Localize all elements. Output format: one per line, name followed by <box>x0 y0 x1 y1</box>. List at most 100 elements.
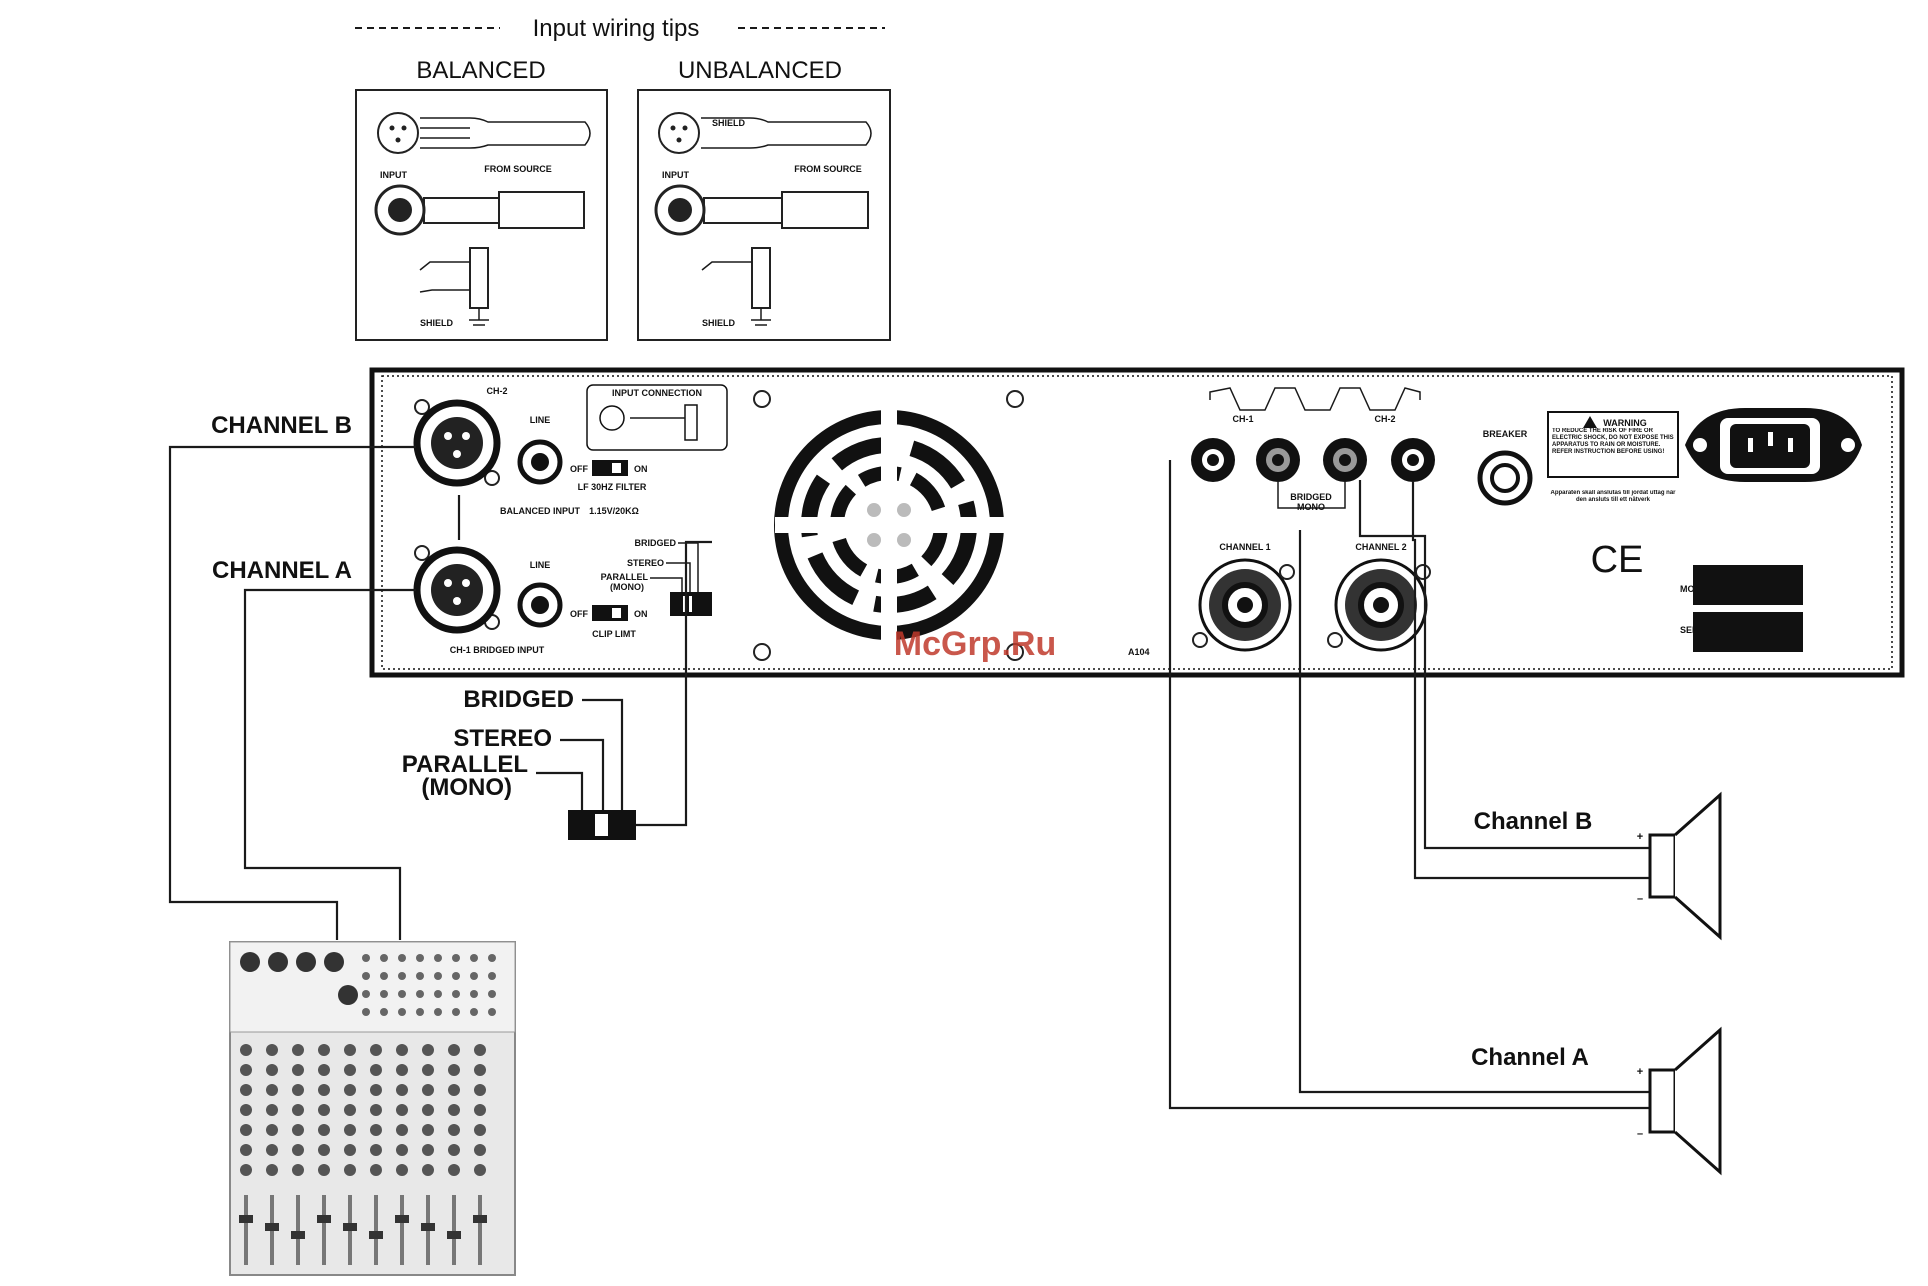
binding-post-ch2-pos[interactable] <box>1391 438 1435 482</box>
mixer-knob-icon <box>448 1104 460 1116</box>
clip-on-label: ON <box>634 609 648 619</box>
speakon-channel1[interactable] <box>1198 558 1292 652</box>
mono-label: (MONO) <box>421 774 512 801</box>
channel-b-plus: + <box>1637 831 1643 843</box>
mixer-knob-icon <box>398 990 406 998</box>
mixer-knob-icon <box>488 972 496 980</box>
xlr-connector-icon <box>377 112 419 154</box>
nordic-text: Apparaten skall anslutas till jordat utt… <box>1550 490 1676 503</box>
mode-switch-callout: BRIDGED STEREO PARALLEL (MONO) <box>402 540 712 840</box>
mixer-fader-icon <box>400 1195 404 1265</box>
mixer-knob-icon <box>266 1064 278 1076</box>
breaker-label: BREAKER <box>1483 429 1528 439</box>
mixer-knob-icon <box>380 954 388 962</box>
balanced-tip: BALANCED INPUT FROM SOURCE SHIELD <box>355 57 608 341</box>
mixer-knob-icon <box>474 1124 486 1136</box>
serial-plate <box>1693 612 1803 652</box>
mixer-fader-icon <box>452 1195 456 1265</box>
mixer-knob-icon <box>318 1164 330 1176</box>
mixer-knob-icon <box>488 1008 496 1016</box>
plug-schematic-icon <box>469 247 489 309</box>
mixer-fader-icon <box>374 1195 378 1265</box>
mixer-knob-icon <box>396 1044 408 1056</box>
breaker-button[interactable] <box>1477 450 1533 506</box>
mixer-knob-icon <box>344 1084 356 1096</box>
clip-limit-switch[interactable] <box>592 605 628 621</box>
channel-b-input-label: CHANNEL B <box>211 412 352 439</box>
line-jack-ch2[interactable] <box>517 439 563 485</box>
mixer-knob-icon <box>344 1124 356 1136</box>
lf-filter-switch[interactable] <box>592 460 628 476</box>
panel-stereo-label: STEREO <box>627 558 664 568</box>
mixer-knob-icon <box>398 1008 406 1016</box>
mixer-knob-icon <box>416 972 424 980</box>
mixer-knob-icon <box>470 990 478 998</box>
channel-b-speaker-label: Channel B <box>1474 808 1593 835</box>
binding-post-ch1-pos[interactable] <box>1256 438 1300 482</box>
power-inlet[interactable] <box>1685 408 1862 482</box>
mixer-knob-icon <box>362 1008 370 1016</box>
wiring-tips-header: Input wiring tips <box>355 15 885 42</box>
speakon-channel2[interactable] <box>1334 558 1428 652</box>
mixer-knob-icon <box>396 1144 408 1156</box>
channel-b-minus: – <box>1637 893 1643 905</box>
mixer-knob-icon <box>396 1164 408 1176</box>
mixer-fader-cap-icon <box>239 1215 253 1223</box>
clip-limit-label: CLIP LIMT <box>592 629 636 639</box>
lf-on-label: ON <box>634 464 648 474</box>
mixer-knob-icon <box>370 1164 382 1176</box>
mixer-knob-icon <box>344 1064 356 1076</box>
mixer-knob-icon <box>422 1124 434 1136</box>
mixer-knob-icon <box>422 1044 434 1056</box>
binding-post-ch1-neg[interactable] <box>1191 438 1235 482</box>
mixer-knob-icon <box>292 1144 304 1156</box>
mixer-knob-icon <box>266 1144 278 1156</box>
mixer-knob-icon <box>240 1124 252 1136</box>
input-connection-label: INPUT CONNECTION <box>612 388 702 398</box>
mixer-knob-icon <box>292 1164 304 1176</box>
out-ch2-label: CH-2 <box>1374 414 1395 424</box>
mixer-knob-icon <box>422 1144 434 1156</box>
mixer-knob-icon <box>318 1044 330 1056</box>
mixer-fader-cap-icon <box>291 1231 305 1239</box>
mixer-knob-icon <box>362 972 370 980</box>
mixer-knob-icon <box>398 972 406 980</box>
channel-a-positive-wire <box>1298 530 1650 1094</box>
mixer-knob-icon <box>422 1064 434 1076</box>
warning-title: WARNING <box>1603 418 1647 428</box>
bridged-mono-label-1: BRIDGED <box>1290 492 1332 502</box>
mixer-fader-icon <box>244 1195 248 1265</box>
balanced-input-label: BALANCED INPUT <box>500 506 581 516</box>
lf-off-label: OFF <box>570 464 588 474</box>
mixer-knob-icon <box>266 1104 278 1116</box>
mixer-knob-icon <box>470 972 478 980</box>
mixer-knob-icon <box>240 1104 252 1116</box>
xlr-input-ch2[interactable] <box>413 399 501 487</box>
mixer-knob-icon <box>474 1064 486 1076</box>
mixer-fader-cap-icon <box>265 1223 279 1231</box>
mixer-knob-icon <box>448 1144 460 1156</box>
mixer-console <box>229 941 516 1276</box>
channel-a-speaker-label: Channel A <box>1471 1044 1589 1071</box>
binding-post-ch2-neg[interactable] <box>1323 438 1367 482</box>
panel-parallel-label: PARALLEL <box>601 572 649 582</box>
channel-b-negative-wire <box>1411 482 1650 880</box>
xlr-connector-icon <box>658 112 700 154</box>
mixer-knob-icon <box>344 1144 356 1156</box>
line-jack-ch1[interactable] <box>517 582 563 628</box>
mixer-knob-icon <box>370 1144 382 1156</box>
mixer-knob-icon <box>396 1104 408 1116</box>
channel1-label: CHANNEL 1 <box>1219 542 1270 552</box>
mixer-knob-icon <box>434 1008 442 1016</box>
parallel-label: PARALLEL <box>402 751 528 778</box>
ce-mark: CE <box>1591 539 1644 581</box>
bridged-mono-label-2: MONO <box>1297 502 1325 512</box>
mixer-knob-icon <box>318 1124 330 1136</box>
mixer-knob-icon <box>422 1104 434 1116</box>
mixer-knob-icon <box>396 1084 408 1096</box>
mixer-knob-icon <box>266 1164 278 1176</box>
mixer-fader-icon <box>478 1195 482 1265</box>
xlr-input-ch1[interactable] <box>413 546 501 634</box>
plug-schematic-icon <box>751 247 771 309</box>
warning-box: WARNING TO REDUCE THE RISK OF FIRE OR EL… <box>1547 411 1679 478</box>
